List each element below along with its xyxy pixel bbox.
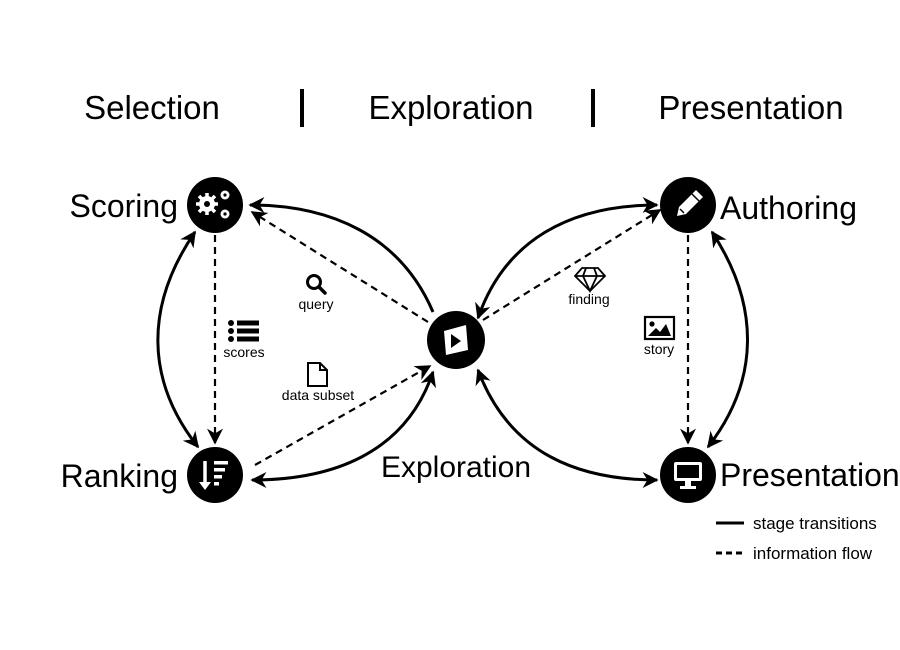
- node-label-scoring: Scoring: [70, 188, 179, 224]
- svg-text:data subset: data subset: [282, 387, 354, 403]
- svg-text:story: story: [644, 341, 674, 357]
- node-authoring: [660, 177, 716, 233]
- legend-label-dashed: information flow: [753, 544, 873, 563]
- transition-authoring-presentation: [706, 230, 749, 449]
- svg-text:finding: finding: [568, 291, 609, 307]
- legend-label-solid: stage transitions: [753, 514, 877, 533]
- transition-explore-authoring: [475, 197, 659, 320]
- svg-text:scores: scores: [223, 344, 264, 360]
- transition-scoring-ranking: [156, 230, 200, 449]
- flow-label-story: story: [643, 315, 676, 357]
- stage-title-exploration: Exploration: [368, 89, 533, 126]
- flow-label-data-subset: data subset: [282, 362, 354, 403]
- monitor-icon: [674, 462, 702, 489]
- stage-title-presentation: Presentation: [658, 89, 843, 126]
- gears-icon: [196, 190, 230, 219]
- file-icon: [307, 362, 328, 387]
- legend: stage transitions information flow: [716, 514, 877, 563]
- explore-play-icon: [444, 325, 468, 355]
- node-presentation: [660, 447, 716, 503]
- svg-text:query: query: [298, 296, 333, 312]
- flow-query: [250, 211, 429, 323]
- node-scoring: [187, 177, 243, 233]
- stage-title-selection: Selection: [84, 89, 220, 126]
- node-exploration: [427, 311, 485, 369]
- sort-descending-icon: [199, 461, 228, 490]
- diamond-icon: [573, 267, 607, 294]
- transition-explore-presentation: [475, 368, 659, 488]
- node-ranking: [187, 447, 243, 503]
- image-icon: [643, 315, 676, 341]
- list-icon: [228, 320, 259, 342]
- flow-label-scores: scores: [223, 320, 265, 360]
- flow-finding: [482, 209, 662, 321]
- flow-label-finding: finding: [568, 267, 610, 307]
- node-label-exploration: Exploration: [381, 451, 531, 484]
- node-label-authoring: Authoring: [720, 190, 857, 226]
- flow-data-subset: [254, 365, 432, 466]
- node-label-presentation: Presentation: [720, 457, 900, 493]
- transition-ranking-explore: [250, 370, 436, 488]
- flow-label-query: query: [298, 274, 334, 312]
- node-label-ranking: Ranking: [61, 458, 178, 494]
- transition-explore-to-scoring: [248, 197, 435, 313]
- search-icon: [306, 274, 327, 295]
- pencil-icon: [677, 190, 703, 216]
